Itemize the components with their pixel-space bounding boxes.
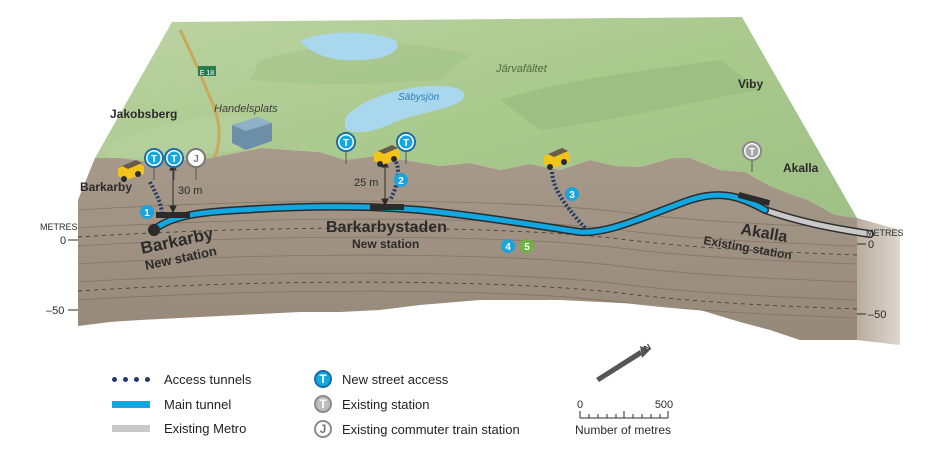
place-handelsplats: Handelsplats: [214, 103, 278, 115]
legend-main-tunnel: Main tunnel: [112, 397, 231, 412]
scale-max: 500: [655, 399, 673, 411]
place-jakobsberg: Jakobsberg: [110, 107, 177, 121]
truck-icon: [118, 160, 144, 182]
svg-text:T: T: [343, 138, 349, 149]
marker-5: 5: [520, 239, 534, 253]
new-street-access-icon: T: [336, 132, 356, 164]
road-label: E 18: [200, 70, 215, 77]
legend-access-tunnels: Access tunnels: [112, 372, 251, 387]
new-street-access-icon: T: [396, 132, 416, 164]
svg-text:T: T: [403, 138, 409, 149]
place-barkarby: Barkarby: [80, 180, 132, 194]
svg-text:T: T: [171, 154, 177, 165]
new-street-access-icon: T: [144, 148, 164, 180]
scale-caption: Number of metres: [575, 423, 671, 437]
right-axis-title: METRES: [866, 228, 904, 238]
marker-4: 4: [501, 239, 515, 253]
legend-existing-commuter: J Existing commuter train station: [314, 420, 520, 438]
access-tunnel-swatch: [112, 377, 150, 382]
main-tunnel-swatch: [112, 401, 150, 408]
svg-text:J: J: [193, 154, 199, 165]
station-platform-akalla: [737, 191, 771, 207]
svg-text:4: 4: [505, 242, 511, 253]
place-sabysjon: Säbysjön: [398, 92, 440, 103]
j-icon: J: [314, 420, 332, 438]
existing-metro-swatch: [112, 425, 150, 432]
lake-sabysjon: [345, 85, 465, 133]
marker-3: 3: [565, 187, 579, 201]
strata-lines: [77, 200, 858, 319]
station-platform-barkarbystaden: [370, 204, 404, 210]
legend-new-street-access: T New street access: [314, 370, 448, 388]
scale-min: 0: [577, 399, 583, 411]
svg-text:1: 1: [144, 208, 150, 219]
main-tunnel: [151, 192, 768, 235]
svg-text:2: 2: [398, 176, 404, 187]
commuter-train-icon: J: [186, 148, 206, 180]
existing-station-icon: T: [742, 141, 762, 172]
svg-text:T: T: [151, 154, 157, 165]
new-street-access-icon: T: [164, 148, 184, 180]
truck-icon: [374, 145, 400, 167]
right-axis-minus50: –50: [868, 309, 886, 321]
depth-label-30m: 30 m: [178, 185, 202, 197]
earth-side: [857, 218, 900, 345]
station-platform-barkarby: [156, 212, 190, 218]
marker-2: 2: [394, 173, 408, 187]
forest-patch: [500, 60, 760, 130]
north-label: N: [642, 342, 653, 354]
svg-text:T: T: [749, 147, 755, 158]
tunnel-end: [148, 224, 160, 236]
depth-label-25m: 25 m: [354, 177, 378, 189]
lake: [300, 32, 398, 61]
left-axis-minus50: –50: [46, 305, 64, 317]
left-axis-title: METRES: [40, 222, 78, 232]
svg-text:3: 3: [569, 190, 575, 201]
marker-1: 1: [140, 205, 154, 219]
scale-bar: [579, 411, 669, 419]
place-viby: Viby: [738, 77, 763, 91]
left-axis-zero: 0: [60, 235, 66, 247]
station-sub-barkarbystaden: New station: [352, 237, 419, 251]
t-grey-icon: T: [314, 395, 332, 413]
building-roof: [232, 117, 272, 131]
truck-icon: [544, 148, 570, 170]
station-name-barkarbystaden: Barkarbystaden: [326, 219, 447, 236]
right-axis-zero: 0: [868, 239, 874, 251]
north-arrow-icon: [596, 346, 650, 382]
existing-metro-line-inner: [762, 207, 873, 237]
t-blue-icon: T: [314, 370, 332, 388]
legend-existing-station: T Existing station: [314, 395, 429, 413]
legend-existing-metro: Existing Metro: [112, 421, 246, 436]
place-jarvafaltet: Järvafältet: [495, 63, 548, 75]
svg-text:5: 5: [524, 242, 530, 253]
road-sign: [198, 66, 216, 76]
forest-patch: [250, 44, 470, 84]
place-akalla: Akalla: [783, 161, 819, 175]
